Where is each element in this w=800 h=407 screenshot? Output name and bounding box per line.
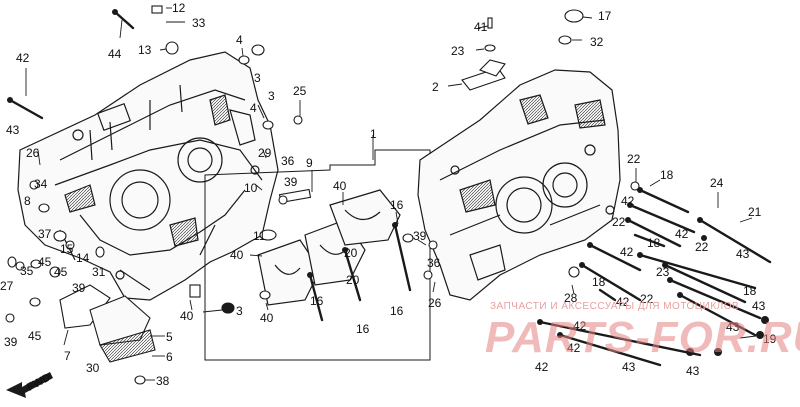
callout-c18c: 18 xyxy=(647,236,661,250)
callout-c43a: 43 xyxy=(6,123,20,137)
callout-c22b: 22 xyxy=(695,240,709,254)
callout-c42a: 42 xyxy=(16,51,30,65)
callout-c6: 6 xyxy=(166,350,173,364)
callout-c25: 25 xyxy=(293,84,307,98)
callout-c43c: 43 xyxy=(752,299,766,313)
callout-c42h: 42 xyxy=(535,360,549,374)
callout-c36a: 36 xyxy=(281,154,295,168)
callout-c24: 24 xyxy=(710,176,724,190)
callout-c34: 34 xyxy=(34,177,48,191)
callout-c33: 33 xyxy=(192,16,206,30)
callout-c11: 11 xyxy=(253,229,266,243)
callout-c20b: 20 xyxy=(346,273,360,287)
callout-c45b: 45 xyxy=(54,265,68,279)
callout-c39c: 39 xyxy=(4,335,18,349)
callout-c20a: 20 xyxy=(344,246,358,260)
callout-c45c: 45 xyxy=(28,329,42,343)
callout-box-1 xyxy=(204,149,431,361)
left-crankcase xyxy=(17,51,279,301)
callout-c45a: 45 xyxy=(38,255,52,269)
fwd-label: FWD xyxy=(25,371,53,393)
right-crankcase xyxy=(417,69,621,301)
callout-c40a: 40 xyxy=(333,179,347,193)
callout-c43b: 43 xyxy=(736,247,750,261)
small-parts xyxy=(5,5,640,385)
callout-c23a: 23 xyxy=(451,44,465,58)
callout-c10: 10 xyxy=(244,181,258,195)
callout-c2: 2 xyxy=(432,80,439,94)
callout-c43e: 43 xyxy=(622,360,636,374)
callout-c9: 9 xyxy=(306,156,313,170)
callout-c28: 28 xyxy=(564,291,578,305)
callout-c43d: 43 xyxy=(726,320,740,334)
callout-c27: 27 xyxy=(0,279,14,293)
callout-c18b: 18 xyxy=(743,284,757,298)
bearing-caps xyxy=(257,189,401,306)
callout-c42e: 42 xyxy=(616,295,630,309)
callout-c26b: 26 xyxy=(428,296,442,310)
callout-c4b: 4 xyxy=(250,101,257,115)
callout-c40d: 40 xyxy=(260,311,274,325)
callout-c16d: 16 xyxy=(390,304,404,318)
callout-c32: 32 xyxy=(590,35,604,49)
callout-c23b: 23 xyxy=(656,265,670,279)
callout-c22a: 22 xyxy=(627,152,641,166)
callout-c42f: 42 xyxy=(573,319,587,333)
callout-c3c: 3 xyxy=(236,304,243,318)
fwd-arrow-icon xyxy=(6,372,53,398)
callout-c26a: 26 xyxy=(26,146,40,160)
callout-c40b: 40 xyxy=(180,309,194,323)
callout-c16a: 16 xyxy=(390,198,404,212)
callout-c19: 19 xyxy=(763,332,777,346)
callout-c18a: 18 xyxy=(660,168,674,182)
callout-c3b: 3 xyxy=(268,89,275,103)
callout-c44: 44 xyxy=(108,47,122,61)
callout-c1: 1 xyxy=(370,127,377,141)
callout-c14: 14 xyxy=(76,251,90,265)
callout-c37: 37 xyxy=(38,227,52,241)
callout-c21: 21 xyxy=(748,205,762,219)
callout-c5: 5 xyxy=(166,330,173,344)
callout-c42c: 42 xyxy=(675,227,689,241)
callout-c42d: 42 xyxy=(620,245,634,259)
callout-c18d: 18 xyxy=(592,275,606,289)
callout-c22c: 22 xyxy=(612,215,626,229)
callout-c30: 30 xyxy=(86,361,100,375)
callout-c43f: 43 xyxy=(686,364,700,378)
callout-c16c: 16 xyxy=(356,322,370,336)
callout-c4a: 4 xyxy=(236,33,243,47)
callout-c42b: 42 xyxy=(621,194,635,208)
callout-c42g: 42 xyxy=(567,341,581,355)
callout-c15: 15 xyxy=(60,242,74,256)
leader-lines xyxy=(25,7,757,381)
callout-c13: 13 xyxy=(138,43,152,57)
callout-c12: 12 xyxy=(172,1,186,15)
watermark-tagline: ЗАПЧАСТИ И АКСЕССУАРЫ ДЛЯ МОТОЦИКЛОВ xyxy=(490,301,740,312)
callout-c22d: 22 xyxy=(640,292,654,306)
watermark-logo: PARTS-FOR.RU xyxy=(485,313,800,362)
callout-c17: 17 xyxy=(598,9,612,23)
callout-c29: 29 xyxy=(258,146,272,160)
callout-c41: 41 xyxy=(474,20,488,34)
callout-c35: 35 xyxy=(20,264,34,278)
callout-c8: 8 xyxy=(24,194,31,208)
callout-c36b: 36 xyxy=(427,256,441,270)
callout-c31: 31 xyxy=(92,265,106,279)
callout-c7: 7 xyxy=(64,349,71,363)
callout-c3a: 3 xyxy=(254,71,261,85)
callout-c39a: 39 xyxy=(284,175,298,189)
callout-c39b: 39 xyxy=(72,281,86,295)
callout-c40c: 40 xyxy=(230,248,244,262)
callout-c38: 38 xyxy=(156,374,170,388)
callout-c39d: 39 xyxy=(413,229,427,243)
callout-c16b: 16 xyxy=(310,294,324,308)
bolt-set-right xyxy=(8,10,772,367)
